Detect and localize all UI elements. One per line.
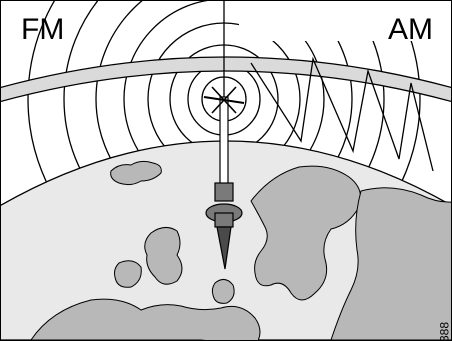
fm-label: FM bbox=[21, 13, 65, 46]
figure-code-label: IB388 bbox=[437, 322, 451, 341]
am-label: AM bbox=[388, 13, 433, 46]
am-reflected-waves bbox=[250, 56, 434, 172]
antenna bbox=[203, 1, 245, 270]
land-masses bbox=[30, 160, 451, 340]
ionosphere-band bbox=[1, 56, 451, 103]
